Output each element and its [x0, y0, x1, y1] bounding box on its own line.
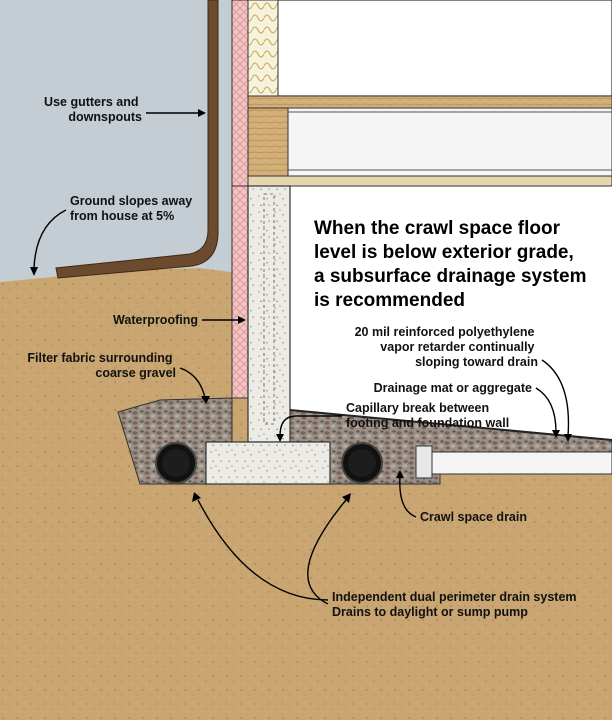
- leader-drainage-mat: [535, 387, 557, 433]
- sill-plate: [247, 175, 612, 187]
- leader-crawl-drain: [399, 475, 417, 518]
- wall-interior: [247, 0, 612, 97]
- floor-joist: [287, 107, 612, 177]
- label-capillary-break: Capillary break between footing and foun…: [346, 401, 509, 430]
- footing: [205, 441, 331, 485]
- label-filter-fabric: Filter fabric surrounding coarse gravel: [27, 351, 176, 380]
- label-vapor-retarder: 20 mil reinforced polyethylene vapor ret…: [355, 325, 538, 369]
- exterior-sheathing: [231, 0, 249, 187]
- label-crawl-drain: Crawl space drain: [420, 510, 527, 524]
- crawl-space-interior: [290, 186, 612, 442]
- leader-vapor-retarder: [541, 359, 570, 437]
- exterior-air-zone: [0, 0, 232, 282]
- vapor-retarder: [289, 409, 612, 441]
- leader-perimeter-exterior: [197, 499, 329, 601]
- diagram-title: When the crawl space floor level is belo…: [314, 218, 592, 311]
- label-ground-slope: Ground slopes away from house at 5%: [70, 194, 196, 223]
- foundation-wall: [247, 185, 291, 443]
- label-perimeter-drain: Independent dual perimeter drain system …: [332, 590, 580, 619]
- downspout: [55, 0, 219, 279]
- wall-insulation: [247, 0, 279, 97]
- label-gutters: Use gutters and downspouts: [44, 95, 142, 124]
- soil: [0, 268, 612, 720]
- subfloor: [247, 95, 612, 109]
- drain-fitting: [415, 445, 433, 479]
- crawl-space-drain-pipe: [429, 451, 612, 475]
- rim-joist: [247, 107, 289, 177]
- waterproofing-layer: [231, 185, 249, 399]
- leader-filter-fabric: [179, 367, 206, 399]
- label-waterproofing: Waterproofing: [113, 313, 198, 327]
- label-drainage-mat: Drainage mat or aggregate: [374, 381, 532, 395]
- leader-perimeter-interior: [307, 499, 347, 605]
- leader-capillary-break: [279, 415, 342, 437]
- leader-ground-slope: [33, 209, 67, 269]
